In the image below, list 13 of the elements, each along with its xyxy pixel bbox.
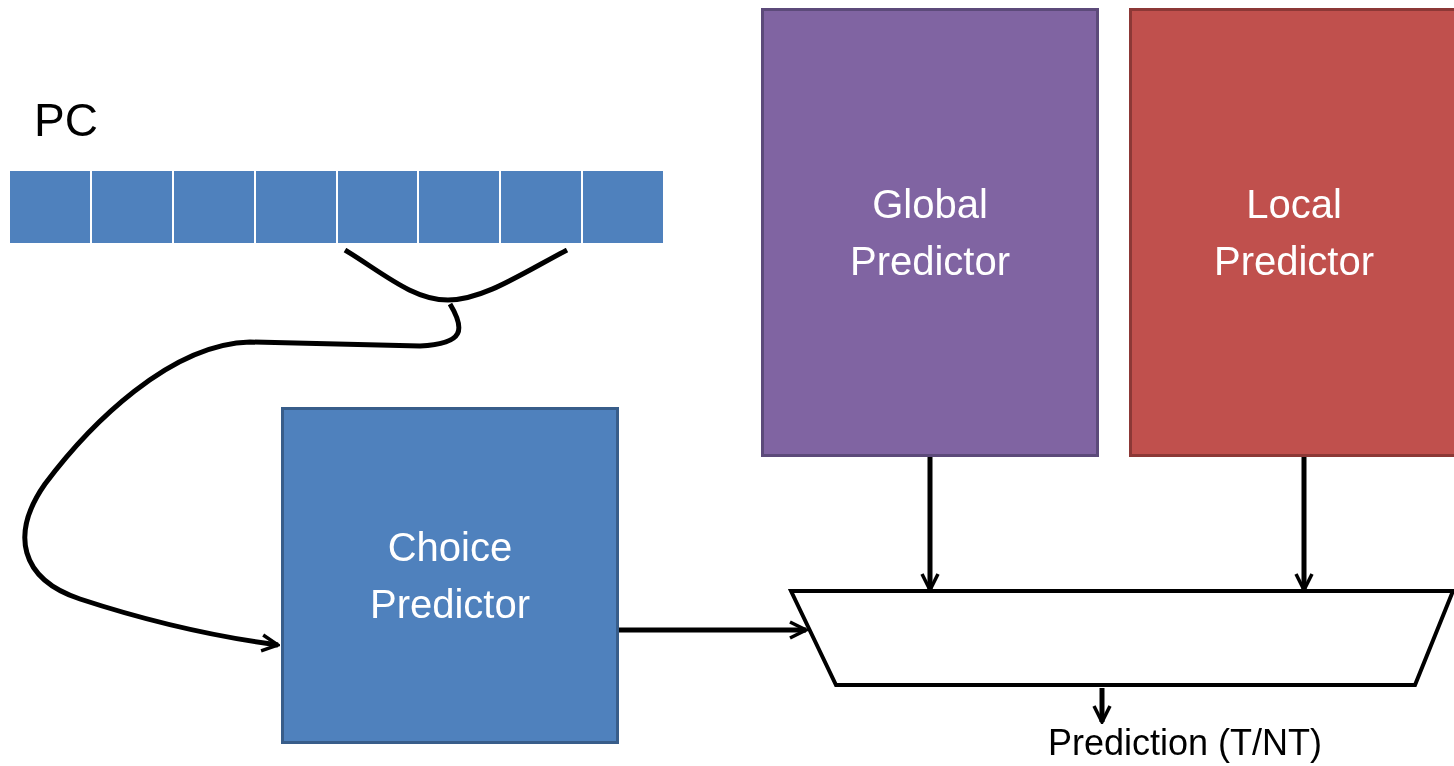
predictor-label: Choice Predictor [368,523,532,628]
arrow [22,302,462,653]
arrow [1092,688,1112,724]
register-label: PC [34,93,98,148]
arrow [920,457,940,592]
arrow [619,620,808,640]
arrow [1294,457,1314,592]
predictor-box [761,8,1099,457]
predictor-label: Global Predictor [848,180,1012,285]
predictor-label: Local Predictor [1212,180,1376,285]
predictor-box [1129,8,1454,457]
output-label: Prediction (T/NT) [1047,721,1322,765]
predictor-box [281,407,619,744]
